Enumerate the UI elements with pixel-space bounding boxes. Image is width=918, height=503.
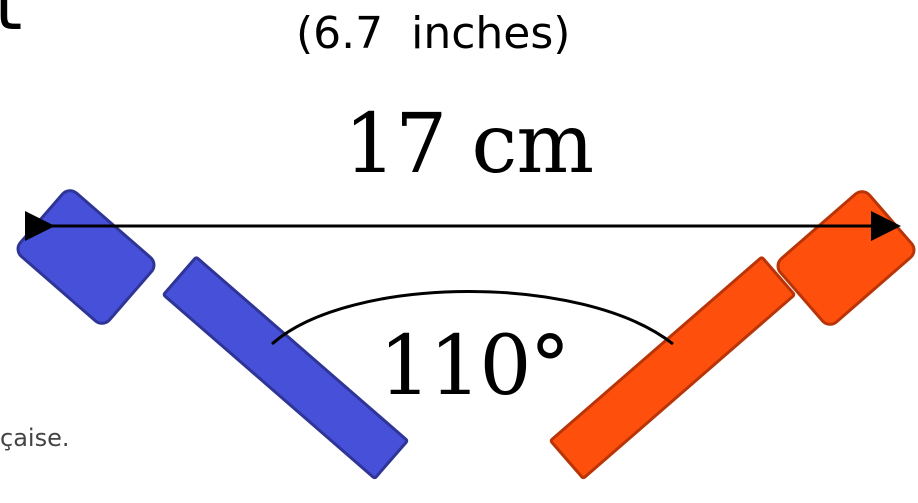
cropped-left-letter: t [0,0,23,46]
angle-label: 110° [379,319,571,414]
orange-speaker-icon [549,190,916,480]
angle-arc-icon [271,290,674,346]
blue-speaker-icon [16,189,409,480]
distance-label: 17 cm [344,97,594,192]
cropped-side-text: çaise. [0,424,70,452]
inches-label: (6.7 inches) [296,8,571,59]
